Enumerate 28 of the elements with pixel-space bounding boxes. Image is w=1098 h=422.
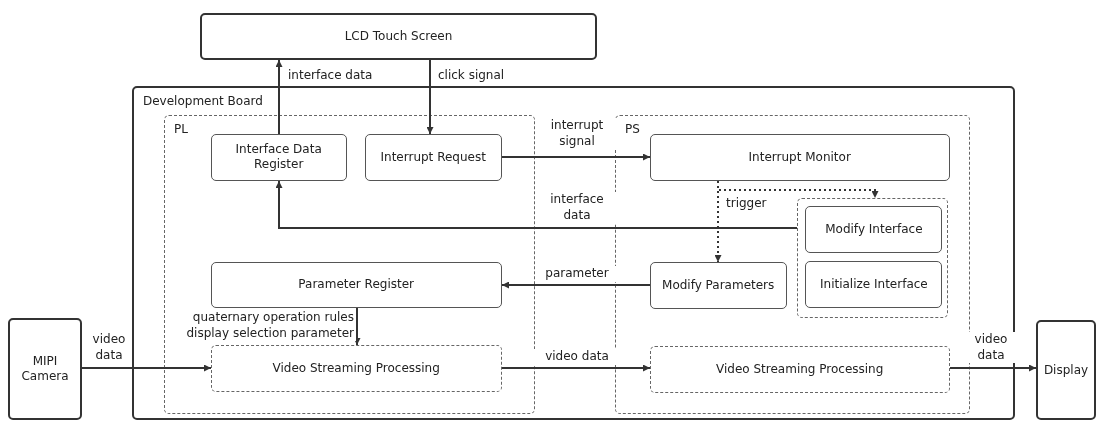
device-box: Display	[1036, 320, 1096, 420]
group-title: Development Board	[143, 94, 263, 108]
arrow	[501, 364, 651, 372]
process-box: Video Streaming Processing	[210, 344, 502, 392]
arrow	[501, 281, 651, 289]
board-container	[132, 86, 1015, 420]
arrow	[275, 180, 798, 229]
arrow	[426, 59, 434, 135]
process-box: Modify Interface	[805, 206, 943, 254]
process-box: Modify Parameters	[649, 261, 787, 309]
process-box: Interrupt Monitor	[649, 133, 950, 181]
group-container	[796, 197, 948, 318]
group-title: PS	[625, 122, 640, 136]
group-title: PL	[174, 122, 188, 136]
process-box: Video Streaming Processing	[649, 345, 950, 393]
process-box: Parameter Register	[210, 261, 502, 308]
process-box: Initialize Interface	[805, 261, 943, 309]
group-container	[615, 115, 970, 414]
device-box: MIPI Camera	[8, 318, 82, 420]
process-box: Interface Data Register	[210, 133, 347, 181]
arrow	[501, 153, 651, 161]
arrow	[353, 307, 361, 346]
process-box: Interrupt Request	[364, 133, 502, 181]
arrow	[949, 364, 1037, 372]
device-box: LCD Touch Screen	[200, 13, 597, 60]
arrow	[81, 364, 212, 372]
edge-label: video data	[966, 332, 1016, 364]
arrow	[275, 59, 283, 135]
